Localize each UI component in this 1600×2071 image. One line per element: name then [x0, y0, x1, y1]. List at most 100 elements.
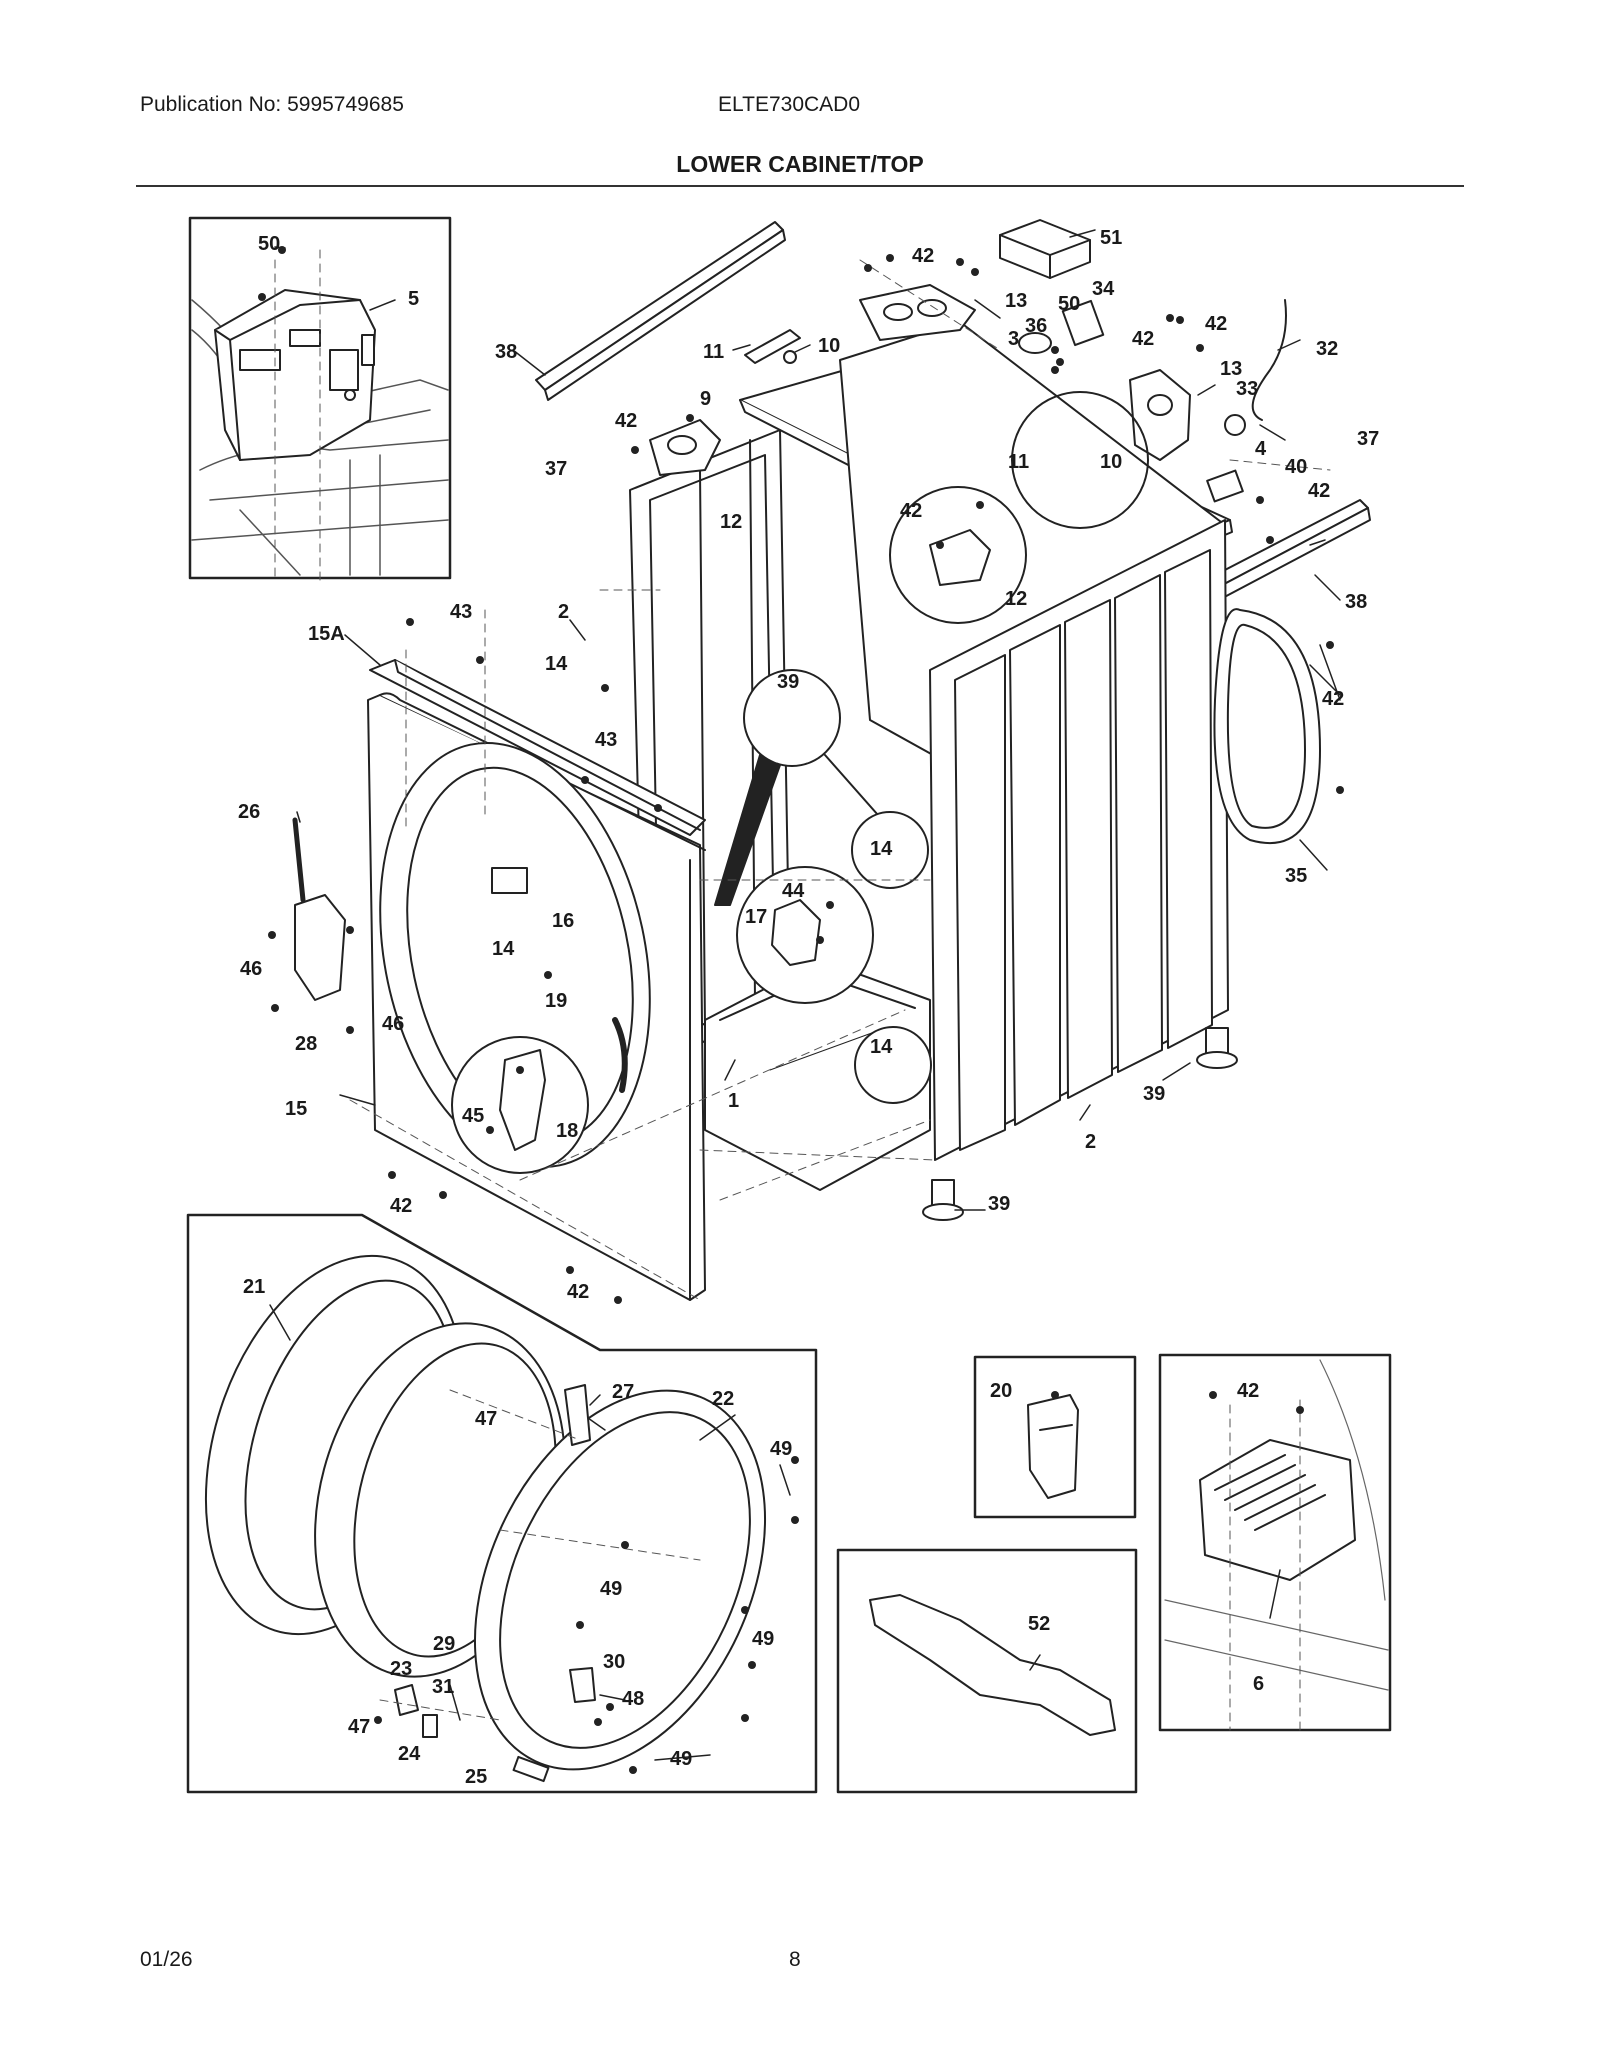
callout-49-b: 49 [600, 1578, 622, 1600]
callout-37-b: 37 [1357, 428, 1379, 450]
power-cord [1251, 299, 1287, 421]
callout-15: 15 [285, 1098, 307, 1120]
callout-48: 48 [622, 1688, 644, 1710]
inset-part-20 [973, 1355, 1137, 1519]
callout-33: 33 [1236, 378, 1258, 400]
callout-42-b: 42 [1132, 328, 1154, 350]
callout-44: 44 [782, 880, 805, 902]
part-51-box [999, 219, 1091, 279]
callout-47: 47 [475, 1408, 497, 1430]
callout-23: 23 [390, 1658, 412, 1680]
callout-38: 38 [495, 341, 517, 363]
callout-14-c: 14 [492, 938, 515, 960]
callout-34: 34 [1092, 278, 1115, 300]
page-title: LOWER CABINET/TOP [676, 151, 924, 177]
control-board [214, 289, 376, 461]
callout-42-g: 42 [1322, 688, 1344, 710]
part-17 [771, 899, 821, 966]
callout-32: 32 [1316, 338, 1338, 360]
callout-39-b: 39 [1143, 1083, 1165, 1105]
part-27 [564, 1384, 591, 1446]
callout-29: 29 [433, 1633, 455, 1655]
callout-11: 11 [703, 341, 724, 363]
callout-37: 37 [545, 458, 567, 480]
clip-11-10 [744, 329, 801, 364]
inset-door-assembly [186, 1213, 818, 1794]
leg-39-front [922, 1179, 964, 1221]
part-16 [491, 867, 528, 894]
callout-31: 31 [432, 1676, 454, 1698]
callout-12: 12 [720, 511, 742, 533]
callout-28: 28 [295, 1033, 317, 1055]
detail-14-lower [854, 1026, 932, 1104]
callout-42-i: 42 [567, 1281, 589, 1303]
callout-6: 6 [1253, 1673, 1264, 1695]
callout-15A: 15A [308, 623, 345, 645]
side-panel-right [929, 519, 1229, 1161]
callout-42: 42 [912, 245, 934, 267]
door-inner-ring-22 [473, 1389, 767, 1771]
callout-14-b: 14 [870, 838, 893, 860]
rear-seal [1213, 608, 1321, 845]
inset-part-52 [836, 1548, 1138, 1794]
callout-22: 22 [712, 1388, 734, 1410]
callout-52: 52 [1028, 1613, 1050, 1635]
callout-3: 3 [1008, 328, 1019, 350]
callout-49: 49 [770, 1438, 792, 1460]
part-6-art [1199, 1439, 1356, 1581]
callout-25: 25 [465, 1766, 487, 1788]
callout-38-b: 38 [1345, 591, 1367, 613]
callout-42-c: 42 [1205, 313, 1227, 335]
callout-13-b: 13 [1220, 358, 1242, 380]
callout-9: 9 [700, 388, 711, 410]
detail-39 [743, 669, 841, 767]
callout-1: 1 [728, 1090, 739, 1112]
header-divider [136, 185, 1464, 187]
part-28-hinge [294, 894, 346, 1001]
callout-30: 30 [603, 1651, 625, 1673]
callout-21: 21 [243, 1276, 265, 1298]
callout-4: 4 [1255, 438, 1267, 460]
part-36 [1018, 332, 1052, 354]
part-30 [569, 1667, 596, 1703]
part-52-art [869, 1594, 1116, 1736]
part-18 [499, 1049, 546, 1151]
callout-36: 36 [1025, 315, 1047, 337]
callout-50-b: 50 [1058, 293, 1080, 315]
callout-19: 19 [545, 990, 567, 1012]
callout-42-d: 42 [615, 410, 637, 432]
callout-10-b: 10 [1100, 451, 1122, 473]
part-25 [512, 1755, 550, 1783]
callout-14-d: 14 [870, 1036, 893, 1058]
callout-12-b: 12 [1005, 588, 1027, 610]
callout-14: 14 [545, 653, 568, 675]
callout-42-e: 42 [1308, 480, 1330, 502]
callout-51: 51 [1100, 227, 1122, 249]
callout-46-b: 46 [382, 1013, 404, 1035]
callout-13: 13 [1005, 290, 1027, 312]
callout-20: 20 [990, 1380, 1012, 1402]
callout-10: 10 [818, 335, 840, 357]
callout-17: 17 [745, 906, 767, 928]
bracket-13-top [859, 284, 976, 341]
callout-42-h: 42 [390, 1195, 412, 1217]
callout-45: 45 [462, 1105, 484, 1127]
part-33 [1224, 414, 1246, 436]
part-19 [612, 1017, 628, 1093]
callout-5: 5 [408, 288, 419, 310]
callout-26: 26 [238, 801, 260, 823]
part-23 [394, 1684, 419, 1716]
front-top-bracket [369, 659, 706, 836]
part-20-art [1027, 1394, 1079, 1499]
callout-11-b: 11 [1008, 451, 1029, 473]
part-24 [422, 1714, 438, 1738]
bracket-12 [649, 419, 721, 476]
detail-11-10 [1011, 391, 1149, 529]
callout-2: 2 [558, 601, 569, 623]
callout-labels: 50 5 42 51 38 11 10 13 50 34 36 3 9 42 4… [238, 227, 1379, 1788]
page-number: 8 [789, 1948, 801, 1971]
callout-49-d: 49 [670, 1748, 692, 1770]
part-34 [1061, 299, 1105, 347]
callout-47-b: 47 [348, 1716, 370, 1738]
